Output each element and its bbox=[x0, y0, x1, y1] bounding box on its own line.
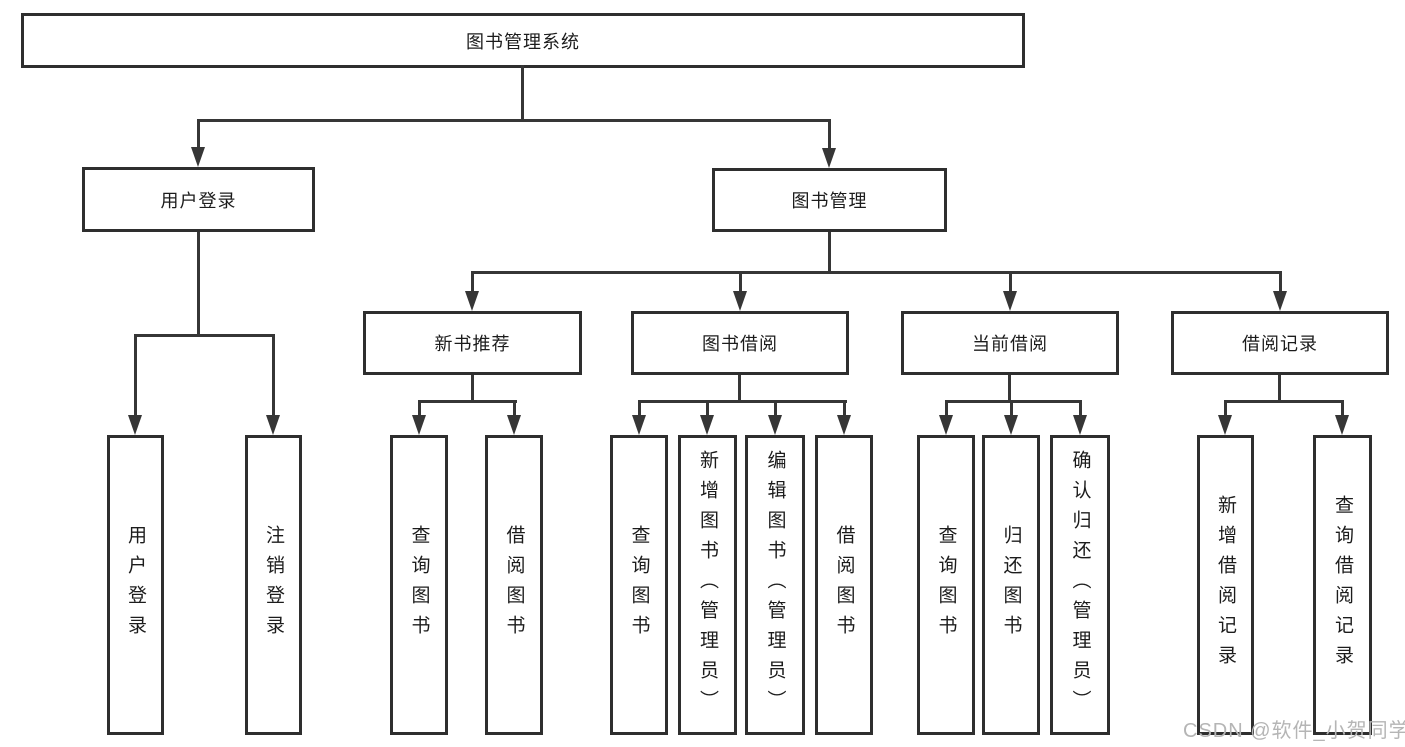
leaf-user-login: 用户登录 bbox=[107, 435, 164, 735]
arrowhead-icon bbox=[733, 291, 747, 311]
arrowhead-icon bbox=[1004, 415, 1018, 435]
connector-line bbox=[638, 400, 641, 418]
connector-line bbox=[1279, 271, 1282, 293]
leaf-logout-label: 注销登录 bbox=[263, 525, 284, 645]
arrowhead-icon bbox=[822, 148, 836, 168]
connector-line bbox=[1009, 271, 1012, 293]
leaf-borrow-books-label: 借阅图书 bbox=[833, 525, 855, 645]
connector-line bbox=[945, 400, 948, 418]
node-new-book-recommend: 新书推荐 bbox=[363, 311, 582, 375]
leaf-logout: 注销登录 bbox=[245, 435, 302, 735]
arrowhead-icon bbox=[632, 415, 646, 435]
arrowhead-icon bbox=[1273, 291, 1287, 311]
leaf-add-books-admin: 新增图书（管理员） bbox=[678, 435, 737, 735]
connector-line bbox=[418, 400, 517, 403]
connector-line bbox=[1079, 400, 1082, 418]
connector-line bbox=[471, 271, 1282, 274]
connector-line bbox=[843, 400, 846, 418]
leaf-current-query-books: 查询图书 bbox=[917, 435, 975, 735]
leaf-recommend-borrow-books: 借阅图书 bbox=[485, 435, 543, 735]
leaf-edit-books-admin: 编辑图书（管理员） bbox=[745, 435, 805, 735]
leaf-return-books-label: 归还图书 bbox=[1000, 525, 1022, 645]
connector-line bbox=[1341, 400, 1344, 418]
connector-line bbox=[1224, 400, 1227, 418]
arrowhead-icon bbox=[507, 415, 521, 435]
connector-line bbox=[197, 119, 831, 122]
arrowhead-icon bbox=[1073, 415, 1087, 435]
node-user-login-module-label: 用户登录 bbox=[160, 190, 237, 211]
connector-line bbox=[134, 334, 275, 337]
connector-line bbox=[134, 334, 137, 418]
leaf-user-login-label: 用户登录 bbox=[125, 525, 146, 645]
arrowhead-icon bbox=[266, 415, 280, 435]
arrowhead-icon bbox=[700, 415, 714, 435]
leaf-recommend-query-books: 查询图书 bbox=[390, 435, 448, 735]
node-current-borrow: 当前借阅 bbox=[901, 311, 1119, 375]
leaf-query-borrow-record-label: 查询借阅记录 bbox=[1332, 495, 1353, 675]
arrowhead-icon bbox=[1218, 415, 1232, 435]
connector-line bbox=[828, 232, 831, 274]
connector-line bbox=[1224, 400, 1344, 403]
leaf-borrow-books: 借阅图书 bbox=[815, 435, 873, 735]
leaf-add-borrow-record-label: 新增借阅记录 bbox=[1215, 495, 1236, 675]
leaf-confirm-return-admin-label: 确认归还（管理员） bbox=[1069, 450, 1091, 720]
connector-line bbox=[471, 271, 474, 293]
connector-line bbox=[521, 65, 524, 122]
arrowhead-icon bbox=[191, 147, 205, 167]
arrowhead-icon bbox=[412, 415, 426, 435]
arrowhead-icon bbox=[465, 291, 479, 311]
leaf-current-query-books-label: 查询图书 bbox=[935, 525, 957, 645]
connector-line bbox=[272, 334, 275, 418]
leaf-edit-books-admin-label: 编辑图书（管理员） bbox=[764, 450, 786, 720]
connector-line bbox=[471, 375, 474, 402]
node-new-book-recommend-label: 新书推荐 bbox=[434, 334, 511, 354]
node-current-borrow-label: 当前借阅 bbox=[972, 334, 1048, 354]
leaf-return-books: 归还图书 bbox=[982, 435, 1040, 735]
arrowhead-icon bbox=[128, 415, 142, 435]
connector-line bbox=[1008, 375, 1011, 402]
arrowhead-icon bbox=[939, 415, 953, 435]
node-book-borrow-label: 图书借阅 bbox=[702, 334, 778, 354]
connector-line bbox=[418, 400, 421, 418]
leaf-confirm-return-admin: 确认归还（管理员） bbox=[1050, 435, 1110, 735]
connector-line bbox=[1010, 400, 1013, 418]
leaf-add-borrow-record: 新增借阅记录 bbox=[1197, 435, 1254, 735]
connector-line bbox=[197, 119, 200, 151]
leaf-recommend-borrow-books-label: 借阅图书 bbox=[503, 525, 525, 645]
csdn-watermark: CSDN @软件_小贺同学 bbox=[1183, 720, 1405, 742]
node-book-borrow: 图书借阅 bbox=[631, 311, 849, 375]
connector-line bbox=[513, 400, 516, 418]
node-root: 图书管理系统 bbox=[21, 13, 1025, 68]
arrowhead-icon bbox=[768, 415, 782, 435]
node-borrow-records-label: 借阅记录 bbox=[1242, 334, 1318, 354]
connector-line bbox=[828, 119, 831, 152]
leaf-add-books-admin-label: 新增图书（管理员） bbox=[697, 450, 718, 720]
node-book-management-label: 图书管理 bbox=[791, 191, 868, 211]
connector-line bbox=[638, 400, 847, 403]
node-borrow-records: 借阅记录 bbox=[1171, 311, 1389, 375]
connector-line bbox=[197, 232, 200, 337]
connector-line bbox=[739, 271, 742, 293]
arrowhead-icon bbox=[1335, 415, 1349, 435]
connector-line bbox=[706, 400, 709, 418]
node-book-management: 图书管理 bbox=[712, 168, 947, 232]
leaf-query-borrow-record: 查询借阅记录 bbox=[1313, 435, 1372, 735]
connector-line bbox=[1278, 375, 1281, 402]
connector-line bbox=[738, 375, 741, 402]
connector-line bbox=[945, 400, 1082, 403]
node-root-label: 图书管理系统 bbox=[466, 31, 580, 52]
connector-line bbox=[774, 400, 777, 418]
arrowhead-icon bbox=[1003, 291, 1017, 311]
leaf-borrow-query-books: 查询图书 bbox=[610, 435, 668, 735]
leaf-borrow-query-books-label: 查询图书 bbox=[628, 525, 650, 645]
node-user-login-module: 用户登录 bbox=[82, 167, 315, 232]
arrowhead-icon bbox=[837, 415, 851, 435]
leaf-recommend-query-books-label: 查询图书 bbox=[408, 525, 430, 645]
